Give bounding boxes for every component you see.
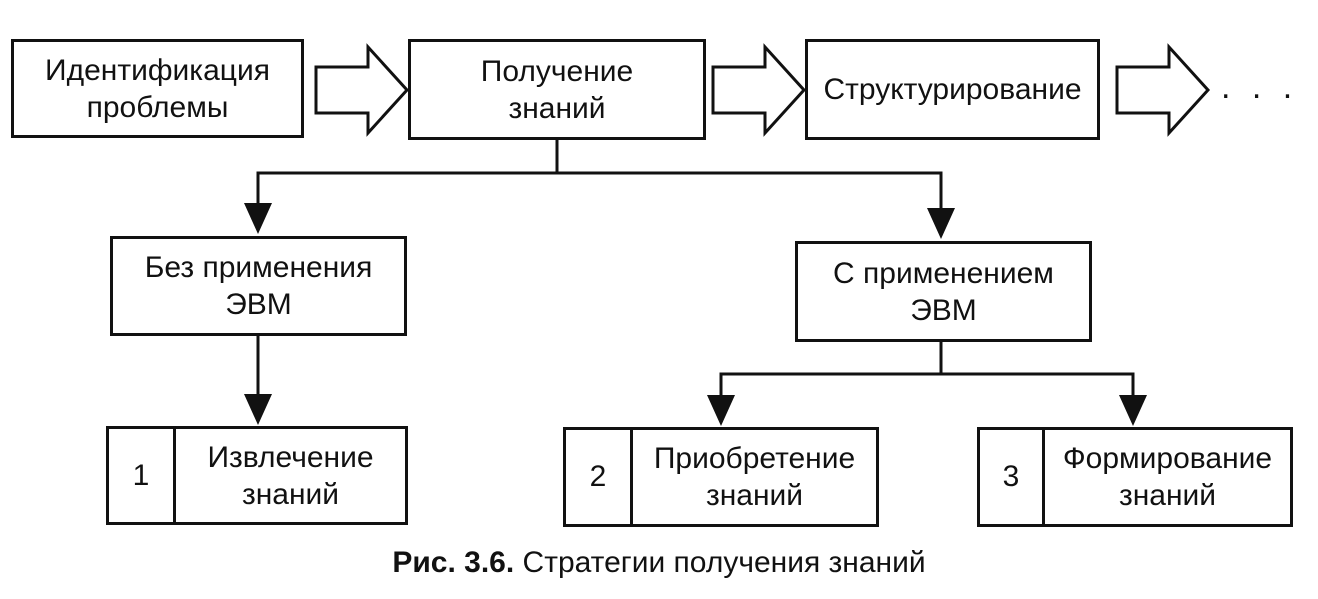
box-with-computer-line-2: ЭВМ xyxy=(910,293,977,327)
strategy-number: 1 xyxy=(132,458,150,492)
connector-split-top xyxy=(256,140,559,205)
strategy-number-cell: 3 xyxy=(980,430,1045,524)
arrowhead-strategy-2 xyxy=(707,395,735,426)
strategy-label: Формирование знаний xyxy=(1045,430,1290,524)
box-structuring: Структурирование xyxy=(805,39,1100,140)
strategy-label-line-2: знаний xyxy=(241,477,340,511)
strategy-box-1: 1 Извлечение знаний xyxy=(106,426,408,525)
box-problem-identification-line-2: проблемы xyxy=(86,90,229,124)
arrowhead-right-branch xyxy=(927,208,955,239)
arrowhead-left-branch xyxy=(244,203,272,234)
strategy-number-cell: 2 xyxy=(566,430,633,524)
box-without-computer-line-1: Без применения xyxy=(144,251,373,284)
box-without-computer-line-2: ЭВМ xyxy=(225,288,292,321)
figure-caption-text: Стратегии получения знаний xyxy=(514,546,926,579)
strategy-label: Извлечение знаний xyxy=(176,429,405,522)
box-problem-identification-line-1: Идентификация xyxy=(45,53,270,87)
arrowhead-strategy-3 xyxy=(1119,395,1147,426)
box-problem-identification: Идентификация проблемы xyxy=(11,39,304,138)
block-arrow-2 xyxy=(711,43,807,137)
block-arrow-1 xyxy=(314,43,410,137)
arrowhead-strategy-1 xyxy=(244,394,272,425)
continuation-ellipsis: . . . xyxy=(1221,68,1299,106)
strategy-number-cell: 1 xyxy=(109,429,176,522)
box-with-computer-line-1: С применением xyxy=(833,256,1054,290)
box-with-computer: С применением ЭВМ xyxy=(795,241,1092,342)
strategy-number: 2 xyxy=(589,460,607,493)
box-knowledge-acquisition: Получение знаний xyxy=(408,39,706,140)
strategy-label-line-2: знаний xyxy=(1118,479,1217,512)
strategy-label-line-1: Извлечение xyxy=(207,440,374,474)
strategy-box-3: 3 Формирование знаний xyxy=(977,427,1293,527)
connector-right-split-2 xyxy=(941,372,1135,397)
strategy-label-line-1: Приобретение xyxy=(653,442,856,475)
box-knowledge-acquisition-line-1: Получение xyxy=(480,54,634,88)
box-structuring-line-1: Структурирование xyxy=(823,73,1082,106)
strategy-number: 3 xyxy=(1002,460,1020,493)
box-without-computer: Без применения ЭВМ xyxy=(110,236,407,336)
figure-caption: Рис. 3.6. Стратегии получения знаний xyxy=(0,546,1318,580)
connector-split-top-right xyxy=(557,171,943,210)
strategy-box-2: 2 Приобретение знаний xyxy=(563,427,879,527)
strategy-label-line-2: знаний xyxy=(705,479,804,512)
strategy-label: Приобретение знаний xyxy=(633,430,876,524)
figure-caption-prefix: Рис. 3.6. xyxy=(392,546,515,579)
connector-right-split xyxy=(719,342,943,397)
block-arrow-3 xyxy=(1115,43,1211,137)
strategy-label-line-1: Формирование xyxy=(1062,442,1273,475)
box-knowledge-acquisition-line-2: знаний xyxy=(508,91,606,125)
